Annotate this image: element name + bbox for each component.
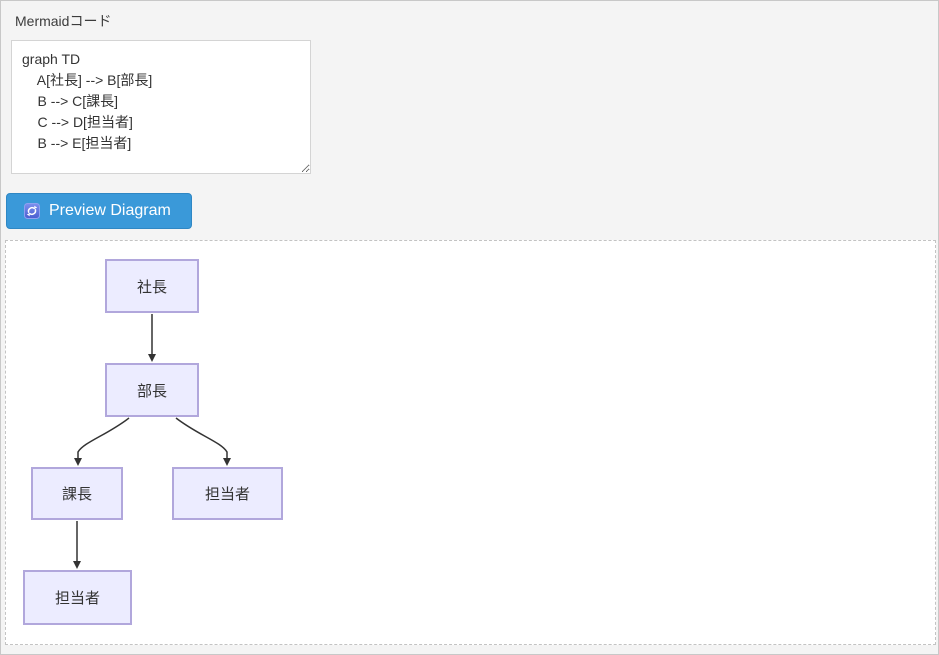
edge-b-e (175, 417, 231, 466)
flow-node-shacho: 社長 (105, 259, 199, 313)
flow-node-tantosha-e: 担当者 (172, 467, 283, 520)
mermaid-code-label: Mermaidコード (15, 13, 112, 29)
preview-button-label: Preview Diagram (49, 202, 171, 219)
mermaid-code-textarea[interactable]: graph TD A[社長] --> B[部長] B --> C[課長] C -… (11, 40, 311, 174)
preview-diagram-button[interactable]: Preview Diagram (6, 193, 192, 229)
flow-node-kacho: 課長 (31, 467, 123, 520)
flow-node-bucho: 部長 (105, 363, 199, 417)
diagram-preview: 社長 部長 課長 担当者 担当者 (5, 240, 936, 645)
refresh-icon (24, 203, 40, 219)
diagram-edges (73, 314, 231, 569)
edge-b-c (74, 417, 130, 466)
flow-node-tantosha-d: 担当者 (23, 570, 132, 625)
